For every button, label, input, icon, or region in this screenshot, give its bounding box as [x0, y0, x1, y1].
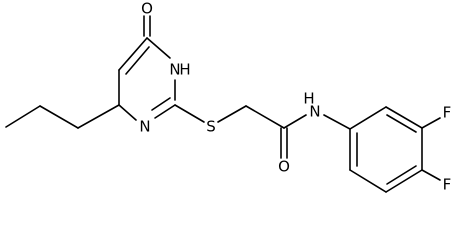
atom-label-n-amide: N	[309, 103, 320, 121]
bond-n3-c4	[118, 104, 137, 121]
bond-c2-s	[174, 104, 205, 123]
atom-label-f-top: F	[443, 104, 452, 122]
bond-ch2-co	[245, 105, 285, 129]
bond-f-top	[421, 117, 441, 129]
bond-ph-2	[385, 106, 423, 129]
bond-propyl-3	[5, 105, 41, 128]
bond-ph-4	[385, 169, 423, 193]
bond-c2-n3	[154, 104, 176, 119]
bond-f-bottom	[421, 169, 441, 181]
atom-label-n-ring-nh: N	[169, 61, 180, 79]
atom-label-n-ring: N	[139, 118, 150, 136]
atom-label-o-ring: O	[141, 0, 153, 18]
atom-label-s: S	[206, 118, 216, 136]
bond-ph-2-double	[386, 114, 417, 133]
bond-c5-c6-double	[125, 46, 150, 75]
bond-nh-phenyl	[323, 114, 351, 130]
atom-label-h-amide: H	[303, 90, 314, 108]
bond-c2-n3-double	[151, 97, 171, 111]
bond-c5-c6	[118, 37, 148, 71]
atom-label-o-amide: O	[278, 158, 290, 176]
bond-co-nh	[283, 114, 307, 129]
bond-ph-4-double	[386, 165, 417, 185]
bond-propyl-1	[77, 104, 120, 129]
atom-label-f-bottom: F	[443, 176, 452, 194]
bond-propyl-2	[39, 105, 79, 129]
bond-ph-5	[349, 169, 387, 193]
chemical-structure-diagram: O N H N S H N O F F	[5, 0, 452, 194]
bond-s-ch2	[217, 105, 247, 123]
bond-c6-n1	[146, 37, 171, 59]
bond-ph-1	[349, 106, 387, 130]
atom-label-h-ring: H	[179, 61, 190, 79]
